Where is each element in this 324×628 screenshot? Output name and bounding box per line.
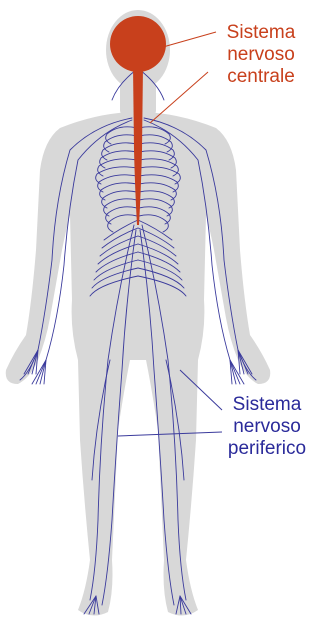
peripheral-nervous-system-label: Sistema nervoso periferico [212,394,322,460]
cns-label-line-2: nervoso [206,44,316,66]
cns-label-line-3: centrale [206,66,316,88]
pns-label-line-2: nervoso [212,416,322,438]
central-nervous-system-label: Sistema nervoso centrale [206,22,316,88]
pns-label-line-1: Sistema [212,394,322,416]
pns-label-line-3: periferico [212,438,322,460]
brain [110,16,166,72]
cns-label-line-1: Sistema [206,22,316,44]
